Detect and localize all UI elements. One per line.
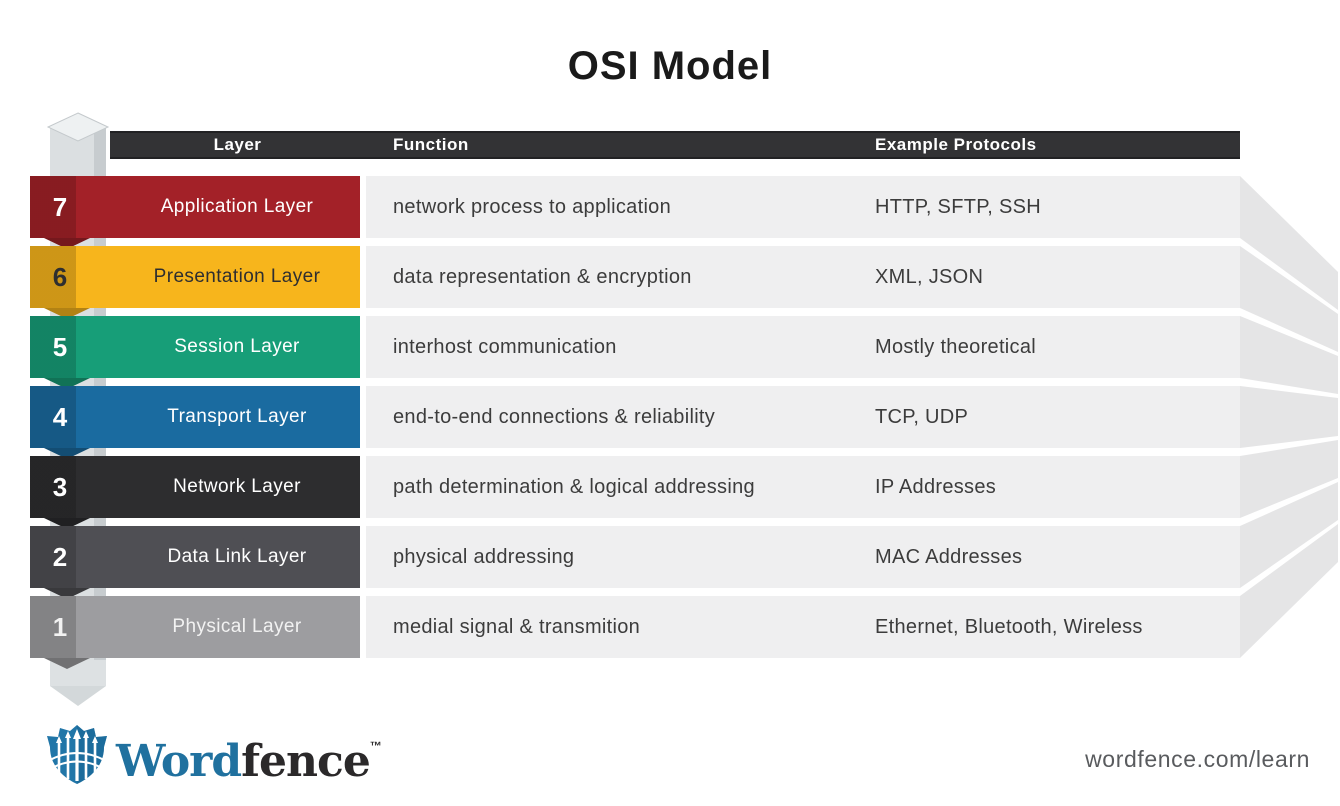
protocols-cell: Mostly theoretical bbox=[875, 336, 1037, 358]
ribbon-fold-icon bbox=[44, 658, 90, 669]
function-cell: medial signal & transmition bbox=[393, 616, 641, 638]
function-cell: end-to-end connections & reliability bbox=[393, 406, 716, 428]
table-row: data representation & encryption XML, JS… bbox=[366, 246, 1240, 308]
layer-band-network: 3 Network Layer bbox=[30, 456, 360, 529]
ribbon-fold-icon bbox=[44, 448, 90, 459]
ribbon-fold-icon bbox=[44, 588, 90, 599]
layer-name: Data Link Layer bbox=[167, 546, 307, 567]
table-row: medial signal & transmition Ethernet, Bl… bbox=[366, 596, 1240, 658]
layer-number: 1 bbox=[52, 612, 68, 642]
layer-name: Application Layer bbox=[160, 196, 314, 217]
protocols-cell: HTTP, SFTP, SSH bbox=[875, 196, 1042, 218]
header-function: Function bbox=[393, 135, 469, 154]
layer-number: 5 bbox=[52, 332, 68, 362]
function-cell: network process to application bbox=[393, 196, 672, 218]
wordfence-logo: Wordfence™ bbox=[44, 722, 382, 787]
layer-band-session: 5 Session Layer bbox=[30, 316, 360, 389]
layer-band-presentation: 6 Presentation Layer bbox=[30, 246, 360, 319]
function-cell: path determination & logical addressing bbox=[393, 476, 755, 498]
brand-fence: fence bbox=[241, 736, 371, 787]
layer-name: Session Layer bbox=[174, 336, 300, 357]
layer-band-application: 7 Application Layer bbox=[30, 176, 360, 249]
layer-number: 6 bbox=[52, 262, 68, 292]
protocols-cell: MAC Addresses bbox=[875, 546, 1023, 568]
function-cell: data representation & encryption bbox=[393, 266, 692, 288]
layer-number: 3 bbox=[52, 472, 68, 502]
layer-name: Physical Layer bbox=[172, 616, 302, 637]
ribbon-fold-icon bbox=[44, 518, 90, 529]
brand-word: Word bbox=[116, 736, 242, 787]
protocols-cell: Ethernet, Bluetooth, Wireless bbox=[875, 616, 1143, 638]
ribbon-fold-icon bbox=[44, 308, 90, 319]
wordfence-shield-icon bbox=[47, 725, 107, 784]
layer-band-transport: 4 Transport Layer bbox=[30, 386, 360, 459]
trademark-symbol: ™ bbox=[369, 739, 382, 753]
table-row: interhost communication Mostly theoretic… bbox=[366, 316, 1240, 378]
wordfence-wordmark: Wordfence™ bbox=[116, 714, 382, 794]
table-row: path determination & logical addressing … bbox=[366, 456, 1240, 518]
page-fan-icon bbox=[1240, 176, 1338, 658]
layer-number: 7 bbox=[52, 192, 68, 222]
protocols-cell: XML, JSON bbox=[875, 266, 984, 288]
layer-number: 2 bbox=[52, 542, 68, 572]
ribbon-fold-icon bbox=[44, 238, 90, 249]
ribbon-fold-icon bbox=[44, 378, 90, 389]
table-header: Layer Function Example Protocols bbox=[110, 131, 1240, 159]
function-cell: interhost communication bbox=[393, 336, 617, 358]
function-cell: physical addressing bbox=[393, 546, 575, 568]
table-row: end-to-end connections & reliability TCP… bbox=[366, 386, 1240, 448]
table-row: physical addressing MAC Addresses bbox=[366, 526, 1240, 588]
protocols-cell: TCP, UDP bbox=[875, 406, 969, 428]
table-row: network process to application HTTP, SFT… bbox=[366, 176, 1240, 238]
header-layer: Layer bbox=[213, 135, 262, 154]
footer-url: wordfence.com/learn bbox=[1085, 746, 1310, 772]
layer-band-physical: 1 Physical Layer bbox=[30, 596, 360, 669]
header-protocols: Example Protocols bbox=[875, 135, 1037, 154]
layer-number: 4 bbox=[52, 402, 68, 432]
layer-name: Presentation Layer bbox=[153, 266, 321, 287]
protocols-cell: IP Addresses bbox=[875, 476, 997, 498]
layer-name: Network Layer bbox=[173, 476, 301, 497]
layer-name: Transport Layer bbox=[167, 406, 307, 427]
layer-band-datalink: 2 Data Link Layer bbox=[30, 526, 360, 599]
page-title: OSI Model bbox=[567, 44, 773, 88]
